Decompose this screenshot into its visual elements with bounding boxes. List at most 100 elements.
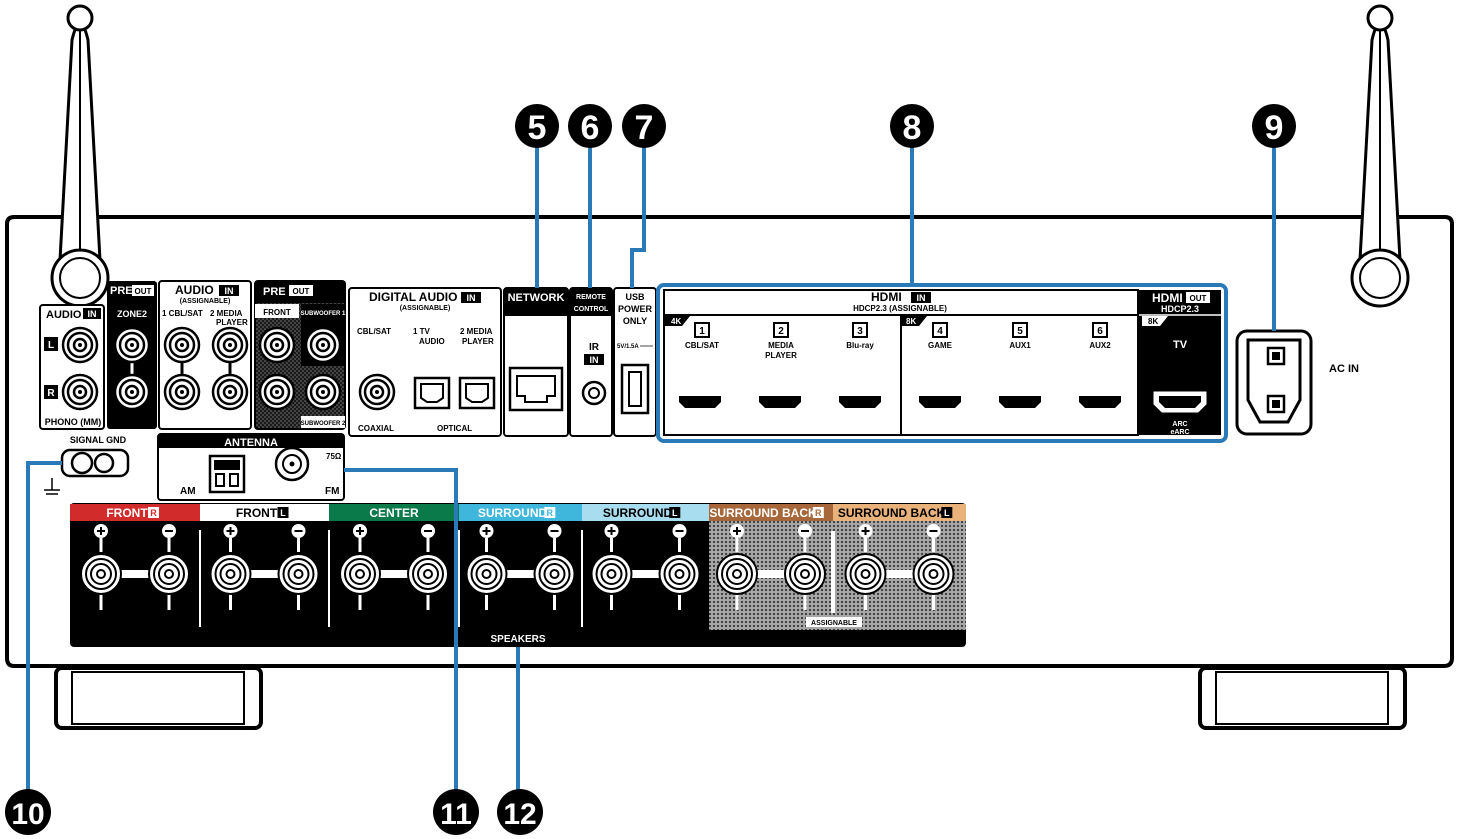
pre-out-front-left-jack[interactable] — [258, 326, 296, 364]
coaxial-jack[interactable] — [358, 373, 396, 411]
speaker-terminal[interactable] — [80, 553, 122, 595]
speaker-channel-name: FRONT — [236, 506, 278, 520]
cblsat-right-jack[interactable] — [163, 373, 201, 411]
minus-icon — [926, 524, 941, 538]
speaker-terminal[interactable] — [716, 553, 758, 595]
subwoofer1-jack[interactable] — [304, 326, 342, 364]
ac-inlet[interactable] — [1246, 338, 1302, 424]
zone2-label: ZONE2 — [117, 309, 147, 319]
digital-audio-badge: IN — [467, 293, 476, 303]
am-antenna-terminal[interactable] — [208, 454, 246, 494]
hdmi-section: HDMI IN HDCP2.3 (ASSIGNABLE) 4K 8K 1 CBL… — [656, 283, 1228, 443]
digital-audio-title: DIGITAL AUDIO — [369, 290, 457, 304]
callout-10: 10 — [5, 789, 51, 835]
hdmi-input-4-label: GAME — [928, 341, 953, 350]
speaker-terminal[interactable] — [533, 553, 576, 595]
speaker-terminal[interactable] — [148, 553, 190, 595]
hdmi-out-sub: HDCP2.3 — [1161, 304, 1199, 314]
cblsat-left-jack[interactable] — [163, 326, 201, 364]
hdmi-input-4[interactable]: 4 GAME — [913, 322, 967, 413]
ac-in-section: AC IN — [1235, 329, 1359, 436]
minus-icon — [162, 524, 176, 538]
speaker-terminal[interactable] — [339, 553, 381, 595]
optical-media-player-port[interactable] — [458, 376, 496, 410]
hdmi-input-5[interactable]: 5 AUX1 — [993, 322, 1047, 413]
speaker-terminal[interactable] — [658, 553, 701, 595]
hdmi-input-1-port[interactable] — [673, 391, 727, 413]
speaker-terminal[interactable] — [784, 553, 826, 595]
audio-in-assignable-title: AUDIO — [175, 283, 214, 297]
speaker-terminal[interactable] — [912, 553, 955, 595]
minus-icon — [547, 524, 562, 538]
phono-left-jack[interactable] — [61, 326, 99, 364]
hdmi-input-6[interactable]: 6 AUX2 — [1073, 322, 1127, 413]
speaker-terminal[interactable] — [209, 553, 252, 595]
speaker-terminal-pair-7 — [844, 524, 955, 610]
audio-in-ch2-label-2: PLAYER — [216, 318, 248, 327]
audio-in-title: AUDIO — [46, 309, 82, 321]
subwoofer2-jack[interactable] — [304, 373, 342, 411]
media-player-right-jack[interactable] — [211, 373, 249, 411]
callout-12-number: 12 — [503, 798, 536, 831]
hdmi-in-title: HDMI — [871, 290, 902, 304]
pre-out-front-right-jack[interactable] — [258, 373, 296, 411]
hdmi-input-2-port[interactable] — [753, 391, 807, 413]
zone2-right-jack[interactable] — [113, 373, 151, 411]
signal-gnd-terminal[interactable] — [60, 448, 130, 478]
usb-section: USB POWER ONLY 5V/1.5A ═══ — [613, 287, 657, 437]
hdmi-input-2[interactable]: 2 MEDIA PLAYER — [753, 322, 807, 413]
pre-out-zone2-section: PRE OUT ZONE2 — [107, 281, 157, 429]
phono-label: PHONO (MM) — [45, 417, 102, 427]
speaker-terminal-pair-3 — [339, 524, 449, 610]
hdmi-input-3-label: Blu-ray — [846, 341, 874, 350]
zone2-left-jack[interactable] — [113, 326, 151, 364]
speaker-channel-name: FRONT — [106, 506, 148, 520]
pre-out-front-title: PRE — [263, 286, 286, 298]
digital-audio-sub: (ASSIGNABLE) — [400, 305, 451, 312]
phono-left-label: L — [48, 340, 54, 351]
ethernet-port[interactable] — [508, 366, 564, 412]
speaker-terminal[interactable] — [844, 553, 887, 595]
fm-antenna-jack[interactable] — [274, 446, 310, 482]
callout-5-number: 5 — [528, 109, 547, 147]
hdmi-input-3[interactable]: 3 Blu-ray — [833, 322, 887, 413]
speaker-channel-name: SURROUND — [478, 506, 548, 520]
optical-tv-port[interactable] — [413, 376, 451, 410]
plus-icon — [94, 524, 108, 538]
hdmi-input-5-num: 5 — [1017, 326, 1023, 337]
ir-in-jack[interactable] — [581, 380, 607, 406]
signal-gnd-label: SIGNAL GND — [70, 435, 127, 445]
phono-right-jack[interactable] — [61, 373, 99, 411]
optical-tv-label-2: AUDIO — [419, 337, 445, 346]
hdmi-input-6-port[interactable] — [1073, 391, 1127, 413]
hdmi-in-badge: IN — [917, 293, 926, 303]
subwoofer1-label: SUBWOOFER 1 — [301, 311, 346, 317]
speaker-channel-name: CENTER — [369, 506, 419, 520]
minus-icon — [672, 524, 687, 538]
plus-icon — [730, 524, 744, 538]
callout-11: 11 — [433, 789, 479, 835]
speaker-terminal[interactable] — [465, 553, 508, 595]
hdmi-out-port[interactable] — [1153, 391, 1207, 413]
speaker-terminal[interactable] — [590, 553, 633, 595]
foot-right — [1198, 666, 1407, 730]
audio-in-badge: IN — [88, 309, 97, 319]
hdmi-input-1[interactable]: 1 CBL/SAT — [673, 322, 727, 413]
foot-left — [54, 666, 263, 730]
speaker-channel-name: SURROUND — [603, 506, 673, 520]
speaker-terminal[interactable] — [277, 553, 320, 595]
speaker-terminal[interactable] — [407, 553, 449, 595]
ir-badge: IN — [590, 355, 599, 365]
usb-label-3: ONLY — [623, 316, 647, 326]
media-player-left-jack[interactable] — [211, 326, 249, 364]
hdmi-input-4-port[interactable] — [913, 391, 967, 413]
callout-8-number: 8 — [903, 109, 922, 147]
hdmi-input-5-port[interactable] — [993, 391, 1047, 413]
hdmi-input-3-port[interactable] — [833, 391, 887, 413]
speaker-terminal-pair-5 — [590, 524, 701, 610]
hdmi-8k-tag: 8K — [906, 317, 916, 326]
optical-mp-label: 2 MEDIA — [460, 327, 493, 336]
coaxial-label: COAXIAL — [358, 424, 394, 433]
usb-port[interactable] — [620, 363, 650, 415]
